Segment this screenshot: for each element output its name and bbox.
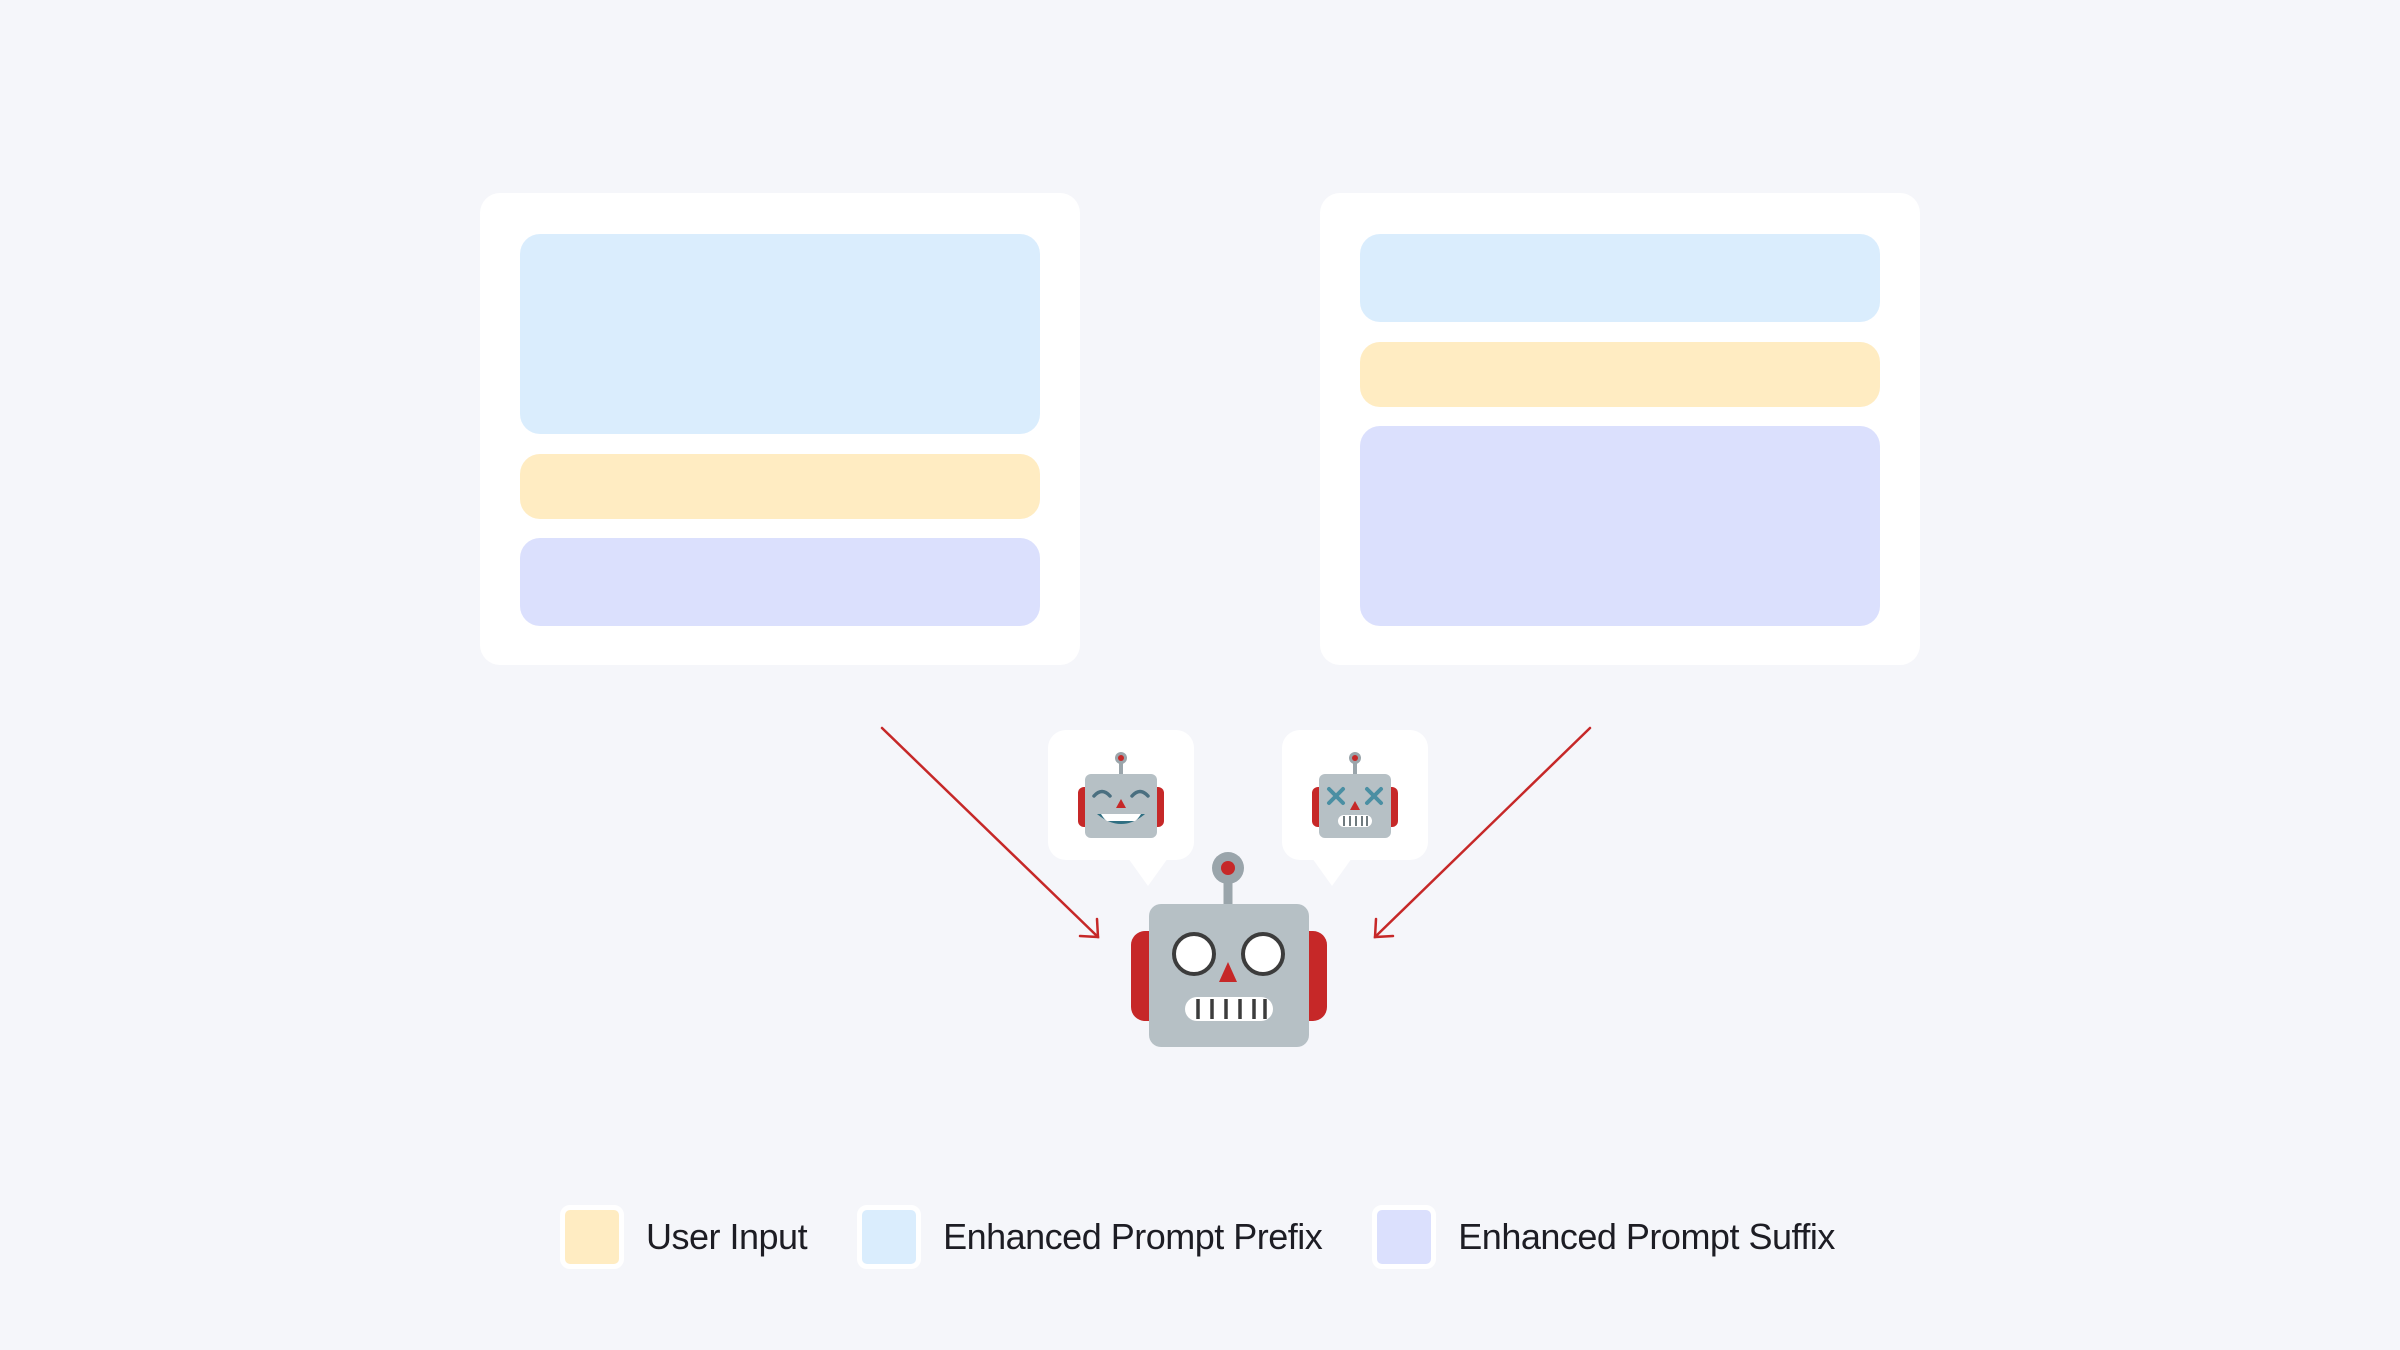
legend: User Input Enhanced Prompt Prefix Enhanc… [560, 1205, 1885, 1269]
block-user-input [1360, 342, 1880, 407]
legend-swatch-enhanced-prompt-prefix [857, 1205, 922, 1269]
arrow-right [1373, 726, 1592, 939]
block-enhanced-prompt-prefix [1360, 234, 1880, 322]
prompt-card-right [1320, 193, 1920, 665]
legend-swatch-user-input [560, 1205, 624, 1269]
block-enhanced-prompt-suffix [520, 538, 1040, 626]
legend-item-enhanced-prompt-prefix: Enhanced Prompt Prefix [857, 1205, 1323, 1269]
legend-item-enhanced-prompt-suffix: Enhanced Prompt Suffix [1372, 1205, 1835, 1269]
legend-swatch-enhanced-prompt-suffix [1372, 1205, 1437, 1269]
speech-bubble-right [1282, 730, 1428, 886]
prompt-card-left [480, 193, 1080, 665]
broken-robot-icon [1312, 752, 1398, 838]
block-enhanced-prompt-prefix [520, 234, 1040, 434]
legend-label: Enhanced Prompt Prefix [943, 1216, 1323, 1257]
legend-label: User Input [646, 1216, 808, 1257]
speech-bubble-left [1048, 730, 1194, 886]
legend-item-user-input: User Input [560, 1205, 808, 1269]
block-user-input [520, 454, 1040, 519]
robot-icon [1131, 852, 1327, 1047]
block-enhanced-prompt-suffix [1360, 426, 1880, 626]
legend-label: Enhanced Prompt Suffix [1458, 1216, 1835, 1257]
happy-robot-icon [1078, 752, 1164, 838]
arrow-left [880, 726, 1100, 939]
